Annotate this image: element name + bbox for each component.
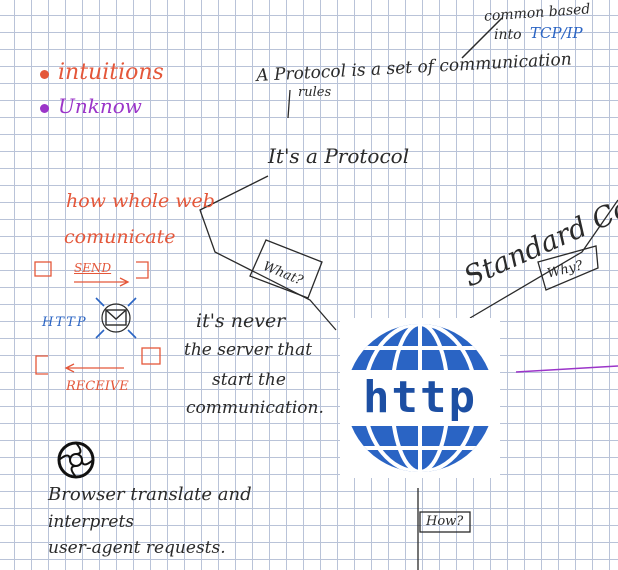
how-box [419,511,471,533]
send-left-box [34,261,52,277]
protocol-def-line2: rules [298,85,332,100]
browser-line1: Browser translate and [48,484,252,505]
how-whole-web-line1: how whole web [66,190,215,212]
http-label: HTTP [42,315,88,330]
unknow-dot [40,104,49,113]
slash-stroke [461,17,503,59]
standard-line [469,199,618,319]
intuitions-dot [40,70,49,79]
how-label: How? [426,514,464,529]
purple-stroke [515,365,618,373]
browser-line2: interprets [48,512,135,532]
receive-right-box [141,347,161,365]
what-box [249,239,323,299]
receive-label: RECEIVE [66,379,129,394]
legend-unknow: Unknow [58,94,142,118]
never-server-line3: start the [212,370,286,390]
never-server-line1: it's never [196,310,286,332]
rules-tick [287,89,291,119]
never-server-line2: the server that [184,340,313,360]
what-pointer-line [199,175,337,331]
common-based-line2: into [494,27,522,43]
receive-arrow [64,363,124,373]
send-right-bracket [136,261,149,279]
tcpip-label: TCP/IP [530,24,583,42]
browser-aperture-icon [57,441,95,479]
http-globe-logo: http [340,318,500,478]
its-a-protocol: It's a Protocol [268,144,410,168]
how-whole-web-line2: comunicate [64,226,176,248]
legend-intuitions: intuitions [58,60,164,85]
never-server-line4: communication. [186,398,324,418]
mail-icon [95,297,137,339]
send-label: SEND [74,261,112,275]
send-arrow [74,277,130,287]
http-globe-icon [340,318,500,478]
receive-left-bracket [35,355,48,375]
browser-line3: user-agent requests. [48,538,226,558]
why-box [537,245,599,291]
http-logo-text: http [363,372,477,423]
